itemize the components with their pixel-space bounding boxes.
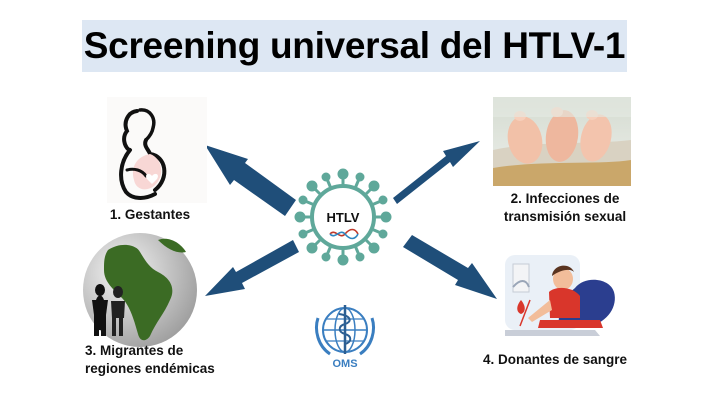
feet-photo — [493, 97, 631, 186]
node-label-migrantes-line1: 3. Migrantes de — [85, 343, 184, 358]
page-title: Screening universal del HTLV-1 — [83, 25, 626, 66]
who-emblem-icon — [315, 305, 375, 356]
node-label-migrantes-line2: regiones endémicas — [85, 361, 215, 376]
htlv-virus-icon — [294, 168, 392, 266]
arrow-to-gestantes — [205, 145, 296, 216]
arrow-to-its — [393, 141, 480, 204]
pregnant-woman-icon — [107, 97, 207, 203]
node-label-its-line1: 2. Infecciones de — [511, 191, 620, 206]
node-label-gestantes: 1. Gestantes — [110, 207, 190, 222]
who-logo-text: OMS — [332, 358, 357, 370]
globe-migrants-icon — [83, 233, 197, 347]
arrow-to-migrantes — [205, 240, 299, 296]
virus-label: HTLV — [327, 210, 360, 225]
node-label-its-line2: transmisión sexual — [504, 209, 626, 224]
node-label-donantes: 4. Donantes de sangre — [483, 352, 628, 367]
blood-donor-icon — [505, 255, 615, 336]
arrow-to-donantes — [403, 235, 497, 299]
title-banner — [82, 20, 627, 72]
